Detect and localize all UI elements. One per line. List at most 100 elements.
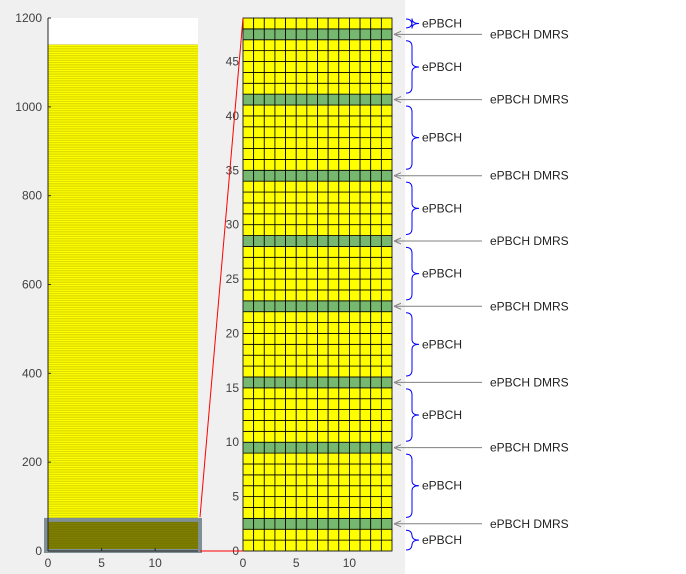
epbch-cell [263, 289, 276, 302]
epbch-cell [349, 365, 361, 378]
epbch-cell [253, 246, 265, 258]
epbch-cell [274, 39, 286, 52]
dmrs-cell [274, 441, 286, 454]
epbch-cell [295, 191, 308, 204]
epbch-cell [370, 224, 382, 236]
epbch-cell [327, 507, 340, 519]
epbch-cell [285, 333, 297, 345]
dmrs-cell [338, 235, 350, 247]
epbch-cell [380, 409, 393, 421]
epbch-cell [263, 82, 276, 95]
epbch-cell [380, 71, 393, 84]
dmrs-cell [370, 28, 382, 41]
epbch-brace [405, 246, 420, 301]
dmrs-cell [242, 300, 255, 313]
epbch-cell [349, 507, 361, 519]
epbch-cell [253, 202, 265, 215]
dmrs-cell [295, 517, 308, 530]
epbch-cell [285, 463, 297, 476]
epbch-cell [380, 365, 393, 378]
epbch-cell [317, 452, 329, 465]
epbch-cell [380, 311, 393, 323]
epbch-cell [349, 485, 361, 498]
dmrs-cell [349, 93, 361, 106]
epbch-cell [359, 452, 372, 465]
epbch-cell [242, 267, 255, 280]
epbch-cell [349, 224, 361, 236]
epbch-cell [253, 191, 265, 204]
epbch-cell [253, 267, 265, 280]
dmrs-cell [242, 93, 255, 106]
zoom-region-box [44, 517, 202, 553]
epbch-cell [274, 452, 286, 465]
dmrs-cell [327, 300, 340, 313]
epbch-cell [306, 148, 318, 160]
dmrs-cell [349, 376, 361, 389]
epbch-cell [274, 387, 286, 400]
epbch-cell [253, 343, 265, 356]
epbch-cell [242, 137, 255, 149]
epbch-cell [274, 311, 286, 323]
epbch-cell [274, 474, 286, 487]
epbch-cell [295, 539, 308, 552]
dmrs-cell [253, 169, 265, 182]
epbch-cell [263, 409, 276, 421]
epbch-cell [349, 496, 361, 508]
epbch-cell [327, 267, 340, 280]
dmrs-cell [253, 517, 265, 530]
epbch-cell [359, 485, 372, 498]
epbch-cell [253, 452, 265, 465]
epbch-cell [306, 180, 318, 193]
epbch-cell [274, 278, 286, 291]
epbch-cell [338, 137, 350, 149]
epbch-cell [253, 387, 265, 400]
dmrs-label: ePBCH DMRS [490, 93, 569, 107]
epbch-cell [380, 224, 393, 236]
epbch-cell [253, 148, 265, 160]
epbch-cell [317, 39, 329, 52]
epbch-cell [274, 496, 286, 508]
epbch-cell [370, 289, 382, 302]
epbch-cell [242, 115, 255, 128]
overview-y-tick-label: 0 [35, 544, 42, 558]
epbch-cell [295, 115, 308, 128]
epbch-cell [380, 398, 393, 410]
epbch-cell [263, 343, 276, 356]
overview-y-tick-label: 1200 [15, 11, 42, 25]
epbch-cell [295, 82, 308, 95]
epbch-cell [285, 71, 297, 84]
epbch-cell [285, 61, 297, 73]
dmrs-arrowhead [393, 96, 402, 104]
epbch-cell [295, 267, 308, 280]
dmrs-cell [349, 441, 361, 454]
zoom-connectors [199, 17, 244, 552]
epbch-cell [242, 278, 255, 291]
epbch-cell [253, 365, 265, 378]
epbch-cell [327, 409, 340, 421]
epbch-cell [370, 159, 382, 171]
epbch-cell [359, 137, 372, 149]
epbch-cell [370, 39, 382, 52]
epbch-cell [380, 202, 393, 215]
epbch-cell [327, 159, 340, 171]
epbch-cell [370, 474, 382, 487]
epbch-cell [295, 289, 308, 302]
epbch-cell [349, 50, 361, 62]
epbch-cell [317, 474, 329, 487]
epbch-cell [253, 528, 265, 541]
epbch-cell [349, 137, 361, 149]
epbch-cell [274, 365, 286, 378]
epbch-cell [253, 289, 265, 302]
epbch-cell [327, 539, 340, 552]
epbch-cell [274, 409, 286, 421]
epbch-cell [242, 191, 255, 204]
epbch-cell [253, 354, 265, 367]
dmrs-cell [338, 93, 350, 106]
epbch-cell [306, 267, 318, 280]
epbch-cell [274, 333, 286, 345]
dmrs-cell [285, 28, 297, 41]
epbch-cell [327, 354, 340, 367]
epbch-cell [370, 430, 382, 443]
epbch-cell [338, 115, 350, 128]
dmrs-arrowhead [393, 378, 402, 386]
